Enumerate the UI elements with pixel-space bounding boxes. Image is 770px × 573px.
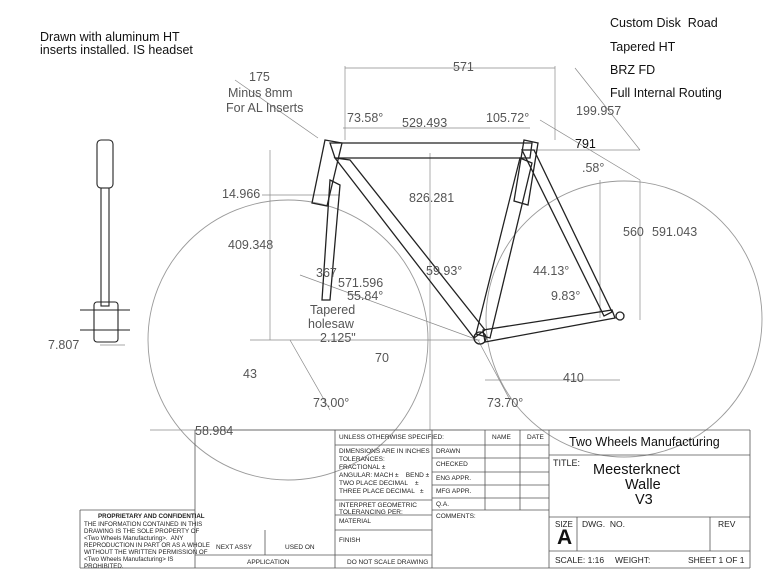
spec-4: Full Internal Routing xyxy=(610,86,722,100)
application-label: APPLICATION xyxy=(247,559,290,566)
comments-label: COMMENTS: xyxy=(436,513,476,520)
angle-7358: 73.58° xyxy=(347,111,384,125)
bottom-bracket xyxy=(473,331,487,345)
dims-line-2: TOLERANCES: xyxy=(339,456,385,463)
proprietary-line-1: THE INFORMATION CONTAINED IN THIS xyxy=(84,521,203,528)
mfg-label: MFG APPR. xyxy=(436,488,472,495)
note-tapered: Tapered xyxy=(310,303,356,317)
angle-983: 9.83° xyxy=(551,289,581,303)
angle-4413: 44.13° xyxy=(533,264,570,278)
dim-571: 571 xyxy=(453,60,474,74)
interpret-line-2: TOLERANCING PER: xyxy=(339,509,403,516)
dim-2125: 2.125" xyxy=(320,331,356,345)
next-assy-label: NEXT ASSY xyxy=(216,544,253,551)
seat-tube-lower xyxy=(333,157,486,339)
head-tube xyxy=(513,139,539,206)
dim-571596: 571.596 xyxy=(338,276,384,290)
dwg-label: DWG. NO. xyxy=(582,519,625,529)
dim-826: 826.281 xyxy=(409,191,455,205)
proprietary-title: PROPRIETARY AND CONFIDENTIAL xyxy=(98,513,205,520)
front-dropout xyxy=(615,311,625,321)
dims-line-1: DIMENSIONS ARE IN INCHES xyxy=(339,448,430,455)
title-line-2: Walle xyxy=(625,477,661,493)
name-header: NAME xyxy=(492,434,511,441)
dims-line-5: TWO PLACE DECIMAL ± xyxy=(339,480,419,487)
angle-58: .58° xyxy=(582,161,605,175)
proprietary-line-4: REPRODUCTION IN PART OR AS A WHOLE xyxy=(84,542,210,549)
dim-529: 529.493 xyxy=(402,116,448,130)
title-label: TITLE: xyxy=(553,458,581,468)
dim-791: 791 xyxy=(575,137,596,151)
angle-10572: 105.72° xyxy=(486,111,530,125)
dim-410: 410 xyxy=(563,371,584,385)
dim-minus8: Minus 8mm xyxy=(228,86,293,100)
rev-label: REV xyxy=(718,519,736,529)
title-line-1: Meesterknect xyxy=(593,462,681,478)
angle-5993: 59.93° xyxy=(426,264,463,278)
dim-70: 70 xyxy=(375,351,389,365)
drawn-label: DRAWN xyxy=(436,448,461,455)
checked-label: CHECKED xyxy=(436,461,468,468)
proprietary-line-6: <Two Wheels Manufacturing> IS xyxy=(84,556,174,563)
frame-tubes xyxy=(311,139,625,345)
date-header: DATE xyxy=(527,434,544,441)
top-tube xyxy=(329,142,533,159)
angle-5584: 55.84° xyxy=(347,289,384,303)
note-holesaw: holesaw xyxy=(308,317,354,331)
rear-view xyxy=(80,139,130,343)
dim-for-al: For AL Inserts xyxy=(226,101,304,115)
dim-175: 175 xyxy=(249,70,270,84)
interpret-line-1: INTERPRET GEOMETRIC xyxy=(339,502,417,509)
seat-stay xyxy=(321,178,341,301)
angle-7370: 73.70° xyxy=(487,396,524,410)
finish-label: FINISH xyxy=(339,537,361,544)
title-line-3: V3 xyxy=(635,492,653,508)
do-not-scale-label: DO NOT SCALE DRAWING xyxy=(347,559,429,566)
dims-line-6: THREE PLACE DECIMAL ± xyxy=(339,488,424,495)
qa-label: Q.A. xyxy=(436,501,450,508)
dim-58984: 58.984 xyxy=(195,424,234,438)
dims-line-3: FRACTIONAL ± xyxy=(339,464,386,471)
spec-3: BRZ FD xyxy=(610,63,656,77)
note-line-2: inserts installed. IS headset xyxy=(40,43,193,57)
chain-stay xyxy=(482,309,616,343)
dim-560: 560 xyxy=(623,225,644,239)
proprietary-line-3: <Two Wheels Manufacturing>. ANY xyxy=(84,535,184,542)
size-value: A xyxy=(557,526,573,549)
eng-label: ENG APPR. xyxy=(436,475,472,482)
dim-199: 199.957 xyxy=(576,104,622,118)
used-on-label: USED ON xyxy=(285,544,315,551)
note-line-1: Drawn with aluminum HT xyxy=(40,30,180,44)
down-tube xyxy=(475,157,533,339)
material-label: MATERIAL xyxy=(339,518,372,525)
fork xyxy=(520,149,613,317)
dim-14966: 14.966 xyxy=(222,187,261,201)
seat-tube xyxy=(311,139,343,207)
title-block xyxy=(79,429,751,569)
dims-line-4: ANGULAR: MACH ± BEND ± xyxy=(339,472,430,479)
front-wheel xyxy=(485,180,763,458)
dim-7807: 7.807 xyxy=(48,338,80,352)
dim-367: 367 xyxy=(316,266,337,280)
weight-label: WEIGHT: xyxy=(615,555,651,565)
scale-label: SCALE: 1:16 xyxy=(555,555,605,565)
spec-1: Custom Disk Road xyxy=(610,16,718,30)
proprietary-line-7: PROHIBITED. xyxy=(84,563,124,570)
dim-409: 409.348 xyxy=(228,238,274,252)
sheet-label: SHEET 1 OF 1 xyxy=(688,555,745,565)
dim-43: 43 xyxy=(243,367,257,381)
dim-591: 591.043 xyxy=(652,225,698,239)
proprietary-line-5: WITHOUT THE WRITTEN PERMISSION OF xyxy=(84,549,208,556)
proprietary-line-2: DRAWING IS THE SOLE PROPERTY OF xyxy=(84,528,200,535)
company-name: Two Wheels Manufacturing xyxy=(569,435,720,449)
spec-2: Tapered HT xyxy=(610,40,676,54)
unless-label: UNLESS OTHERWISE SPECIFIED: xyxy=(339,434,444,441)
angle-7300: 73.00° xyxy=(313,396,350,410)
size-label: SIZE xyxy=(555,520,573,529)
